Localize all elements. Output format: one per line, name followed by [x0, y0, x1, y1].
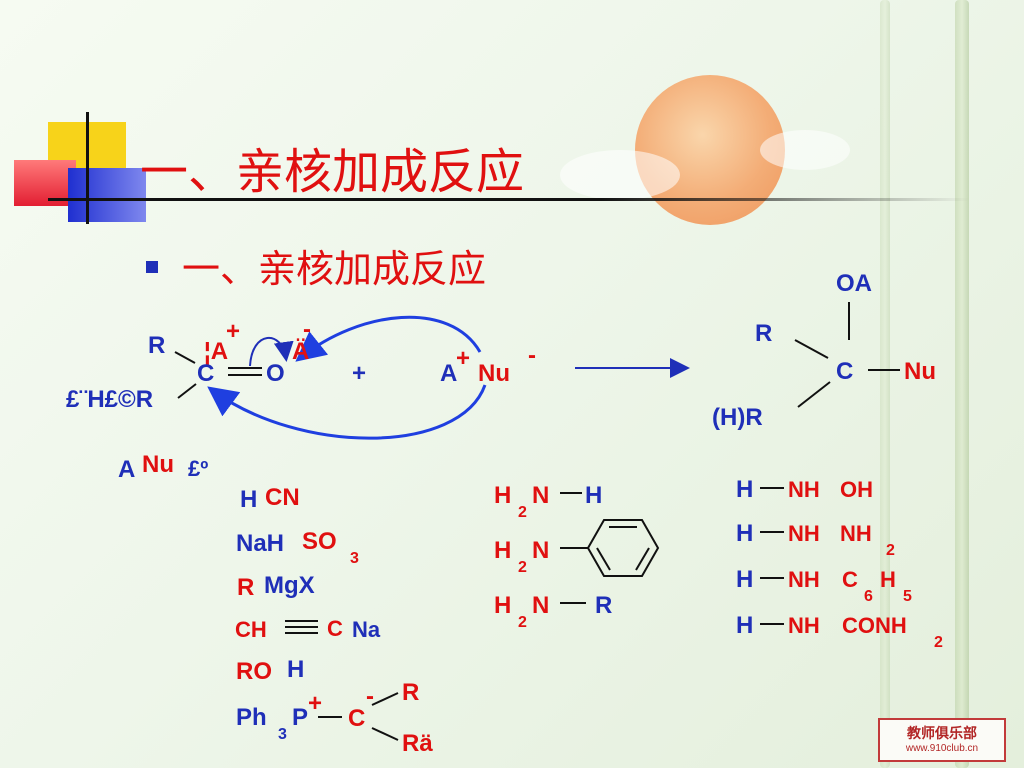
bullet-square	[146, 261, 158, 273]
hydrazine-row2-h: H	[736, 520, 754, 547]
reactant-hr: £¨H£©R	[66, 386, 154, 413]
hydrazine-row4-nh: NH	[788, 613, 820, 638]
product-oa: OA	[836, 270, 872, 297]
reagent-header-a: A	[118, 456, 136, 483]
bond-c-r1	[371, 692, 399, 706]
reactant-r: R	[148, 332, 166, 359]
ylide-plus: +	[308, 690, 323, 717]
reactant-a-delta: ¦A	[204, 338, 229, 365]
amine-row3-sub: 2	[518, 614, 527, 631]
product-nu: Nu	[904, 358, 936, 385]
bamboo-decoration	[880, 0, 890, 768]
rmgx-r: R	[237, 574, 255, 601]
pi-electron-arrow	[249, 337, 294, 367]
hydrazine-row1-h: H	[736, 476, 754, 503]
ylide-ph: Ph	[236, 704, 267, 731]
bond-prod-r-c	[794, 339, 829, 359]
ylide-r2: Rä	[402, 730, 433, 757]
attack-arrow-top	[295, 315, 482, 362]
amine-row3-r: R	[595, 592, 613, 619]
rmgx-mgx: MgX	[264, 572, 315, 599]
logo-title: 教师俱乐部	[907, 726, 977, 742]
ylide-subscript: 3	[278, 726, 287, 743]
roh-ro: RO	[236, 658, 272, 685]
plus-sign: +	[352, 360, 367, 387]
title-square-blue	[68, 168, 146, 222]
hydrazine-row2-nh: NH	[788, 521, 820, 546]
cloud-decoration	[560, 150, 680, 200]
charge-minus: -	[303, 316, 311, 343]
hydrazine-row3-sub5: 5	[903, 588, 912, 605]
hydrazine-row2-sub: 2	[886, 542, 895, 559]
hydrazine-row3-nh: NH	[788, 567, 820, 592]
acetylide-na: Na	[352, 617, 381, 642]
carbonyl-oxygen: O	[266, 360, 285, 387]
charge-plus: +	[226, 318, 241, 345]
reagent-header-nu: Nu	[142, 451, 174, 478]
acetylide-c: C	[327, 616, 343, 641]
amine-row2-sub: 2	[518, 559, 527, 576]
reagent-plus: +	[456, 345, 471, 372]
amine-row1-h2: H	[585, 482, 603, 509]
reagent-nu: Nu	[478, 360, 510, 387]
bond-c-r2	[371, 727, 399, 741]
bond-r-c	[174, 351, 196, 364]
ylide-minus: -	[366, 683, 374, 710]
hydrazine-row3-h: H	[736, 566, 754, 593]
hcn-cn: CN	[265, 484, 300, 511]
ylide-p: P	[292, 704, 309, 731]
ylide-r1: R	[402, 679, 420, 706]
carbonyl-carbon: C	[197, 360, 215, 387]
hydrazine-row4-sub: 2	[934, 634, 943, 651]
benzene-ring	[586, 519, 660, 577]
amine-row1-h: H	[494, 482, 512, 509]
product-c: C	[836, 358, 854, 385]
roh-h: H	[287, 656, 305, 683]
amine-row3-n: N	[532, 592, 550, 619]
reactant-a-right: Ä	[292, 338, 310, 365]
bullet-text: 一、亲核加成反应	[182, 247, 487, 291]
product-hr: (H)R	[712, 404, 763, 431]
amine-row2-n: N	[532, 537, 550, 564]
slide-title: 一、亲核加成反应	[140, 144, 525, 200]
nahso3-so: SO	[302, 528, 337, 555]
benzene-inner-3	[596, 547, 611, 571]
reagent-minus: -	[528, 342, 536, 369]
attack-arrow-bottom	[207, 384, 487, 440]
title-underline	[48, 198, 970, 201]
hydrazine-row3-h5: H	[880, 567, 896, 592]
title-vertical-line	[86, 112, 89, 224]
hydrazine-row4-conh: CONH	[842, 613, 907, 638]
hydrazine-row3-sub6: 6	[864, 588, 873, 605]
hydrazine-row4-h: H	[736, 612, 754, 639]
bond-prod-hr-c	[797, 381, 831, 408]
bond-hr-c	[177, 383, 197, 399]
hydrazine-row1-oh: OH	[840, 477, 873, 502]
benzene-inner-2	[635, 547, 650, 571]
ylide-c: C	[348, 705, 366, 732]
hydrazine-row3-c: C	[842, 567, 858, 592]
amine-row1-n: N	[532, 482, 550, 509]
bamboo-decoration	[955, 0, 969, 768]
nahso3-subscript: 3	[350, 550, 359, 567]
hcn-h: H	[240, 486, 258, 513]
club-logo: 教师俱乐部 www.910club.cn	[878, 718, 1006, 762]
nahso3-nah: NaH	[236, 530, 285, 557]
acetylide-ch: CH	[235, 617, 267, 642]
amine-row1-sub: 2	[518, 504, 527, 521]
cloud-decoration	[760, 130, 850, 170]
product-r: R	[755, 320, 773, 347]
reagent-a: A	[440, 360, 458, 387]
hydrazine-row2-nh2: NH	[840, 521, 872, 546]
hydrazine-row1-nh: NH	[788, 477, 820, 502]
amine-row3-h: H	[494, 592, 512, 619]
amine-row2-h: H	[494, 537, 512, 564]
logo-url: www.910club.cn	[905, 743, 979, 754]
reagent-header-tail: £º	[188, 456, 209, 481]
